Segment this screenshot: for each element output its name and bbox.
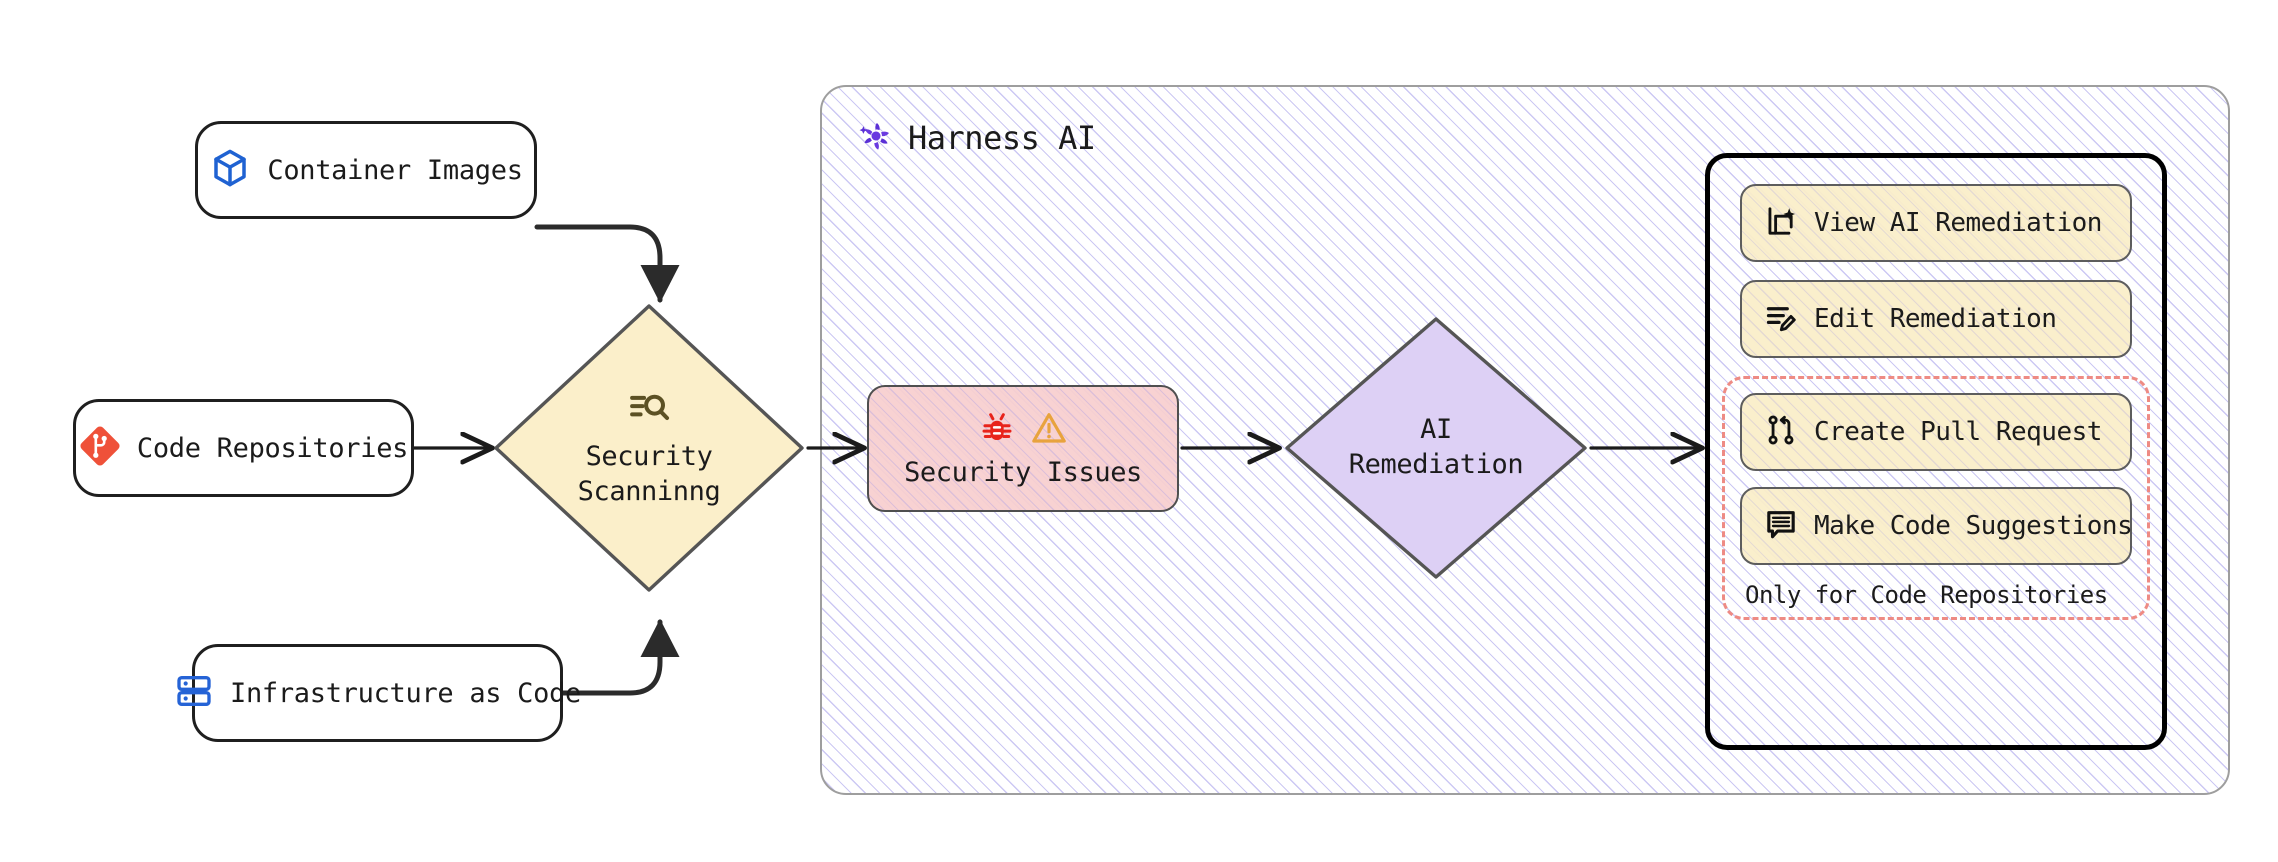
action-view-ai-remediation[interactable]: View AI Remediation (1740, 184, 2132, 262)
action-label-edit-remediation: Edit Remediation (1814, 304, 2057, 334)
code-repository-only-caption: Only for Code Repositories (1745, 581, 2108, 609)
pull-request-icon (1764, 413, 1798, 451)
source-label-code-repositories: Code Repositories (136, 432, 409, 464)
action-make-code-suggestions[interactable]: Make Code Suggestions (1740, 487, 2133, 565)
security-issues-node[interactable]: Security Issues (867, 385, 1179, 512)
edit-lines-pencil-icon (1764, 300, 1798, 338)
action-label-create-pull-request: Create Pull Request (1814, 417, 2102, 447)
harness-ai-title: Harness AI (908, 119, 1096, 157)
code-repository-only-group: Create Pull Request Make Code Suggestion… (1722, 376, 2150, 620)
action-label-view-ai-remediation: View AI Remediation (1814, 208, 2102, 238)
bug-icon (978, 409, 1016, 451)
remediation-actions-panel: View AI Remediation Edit Remediation (1705, 153, 2167, 750)
harness-ai-header: Harness AI (858, 118, 1096, 158)
action-create-pull-request[interactable]: Create Pull Request (1740, 393, 2132, 471)
cube-icon (209, 147, 251, 193)
action-label-make-code-suggestions: Make Code Suggestions (1814, 511, 2133, 541)
security-issues-label: Security Issues (904, 457, 1142, 488)
ai-remediation-node[interactable]: AI Remediation (1281, 313, 1591, 583)
harness-pinwheel-icon (858, 118, 894, 158)
warning-triangle-icon (1030, 409, 1068, 451)
source-label-container-images: Container Images (267, 154, 523, 186)
source-node-container-images[interactable]: Container Images (195, 121, 537, 219)
source-node-infrastructure-as-code[interactable]: Infrastructure as Code (177, 644, 581, 742)
source-label-infrastructure-as-code: Infrastructure as Code (229, 677, 582, 709)
security-issues-icons (978, 409, 1068, 451)
security-scanning-node[interactable]: Security Scanninng (490, 300, 808, 596)
comment-lines-icon (1764, 507, 1798, 545)
git-icon (79, 425, 121, 471)
source-node-code-repositories[interactable]: Code Repositories (73, 399, 414, 497)
server-icon (174, 671, 214, 715)
action-edit-remediation[interactable]: Edit Remediation (1740, 280, 2132, 358)
ai-document-sparkle-icon (1764, 204, 1798, 242)
